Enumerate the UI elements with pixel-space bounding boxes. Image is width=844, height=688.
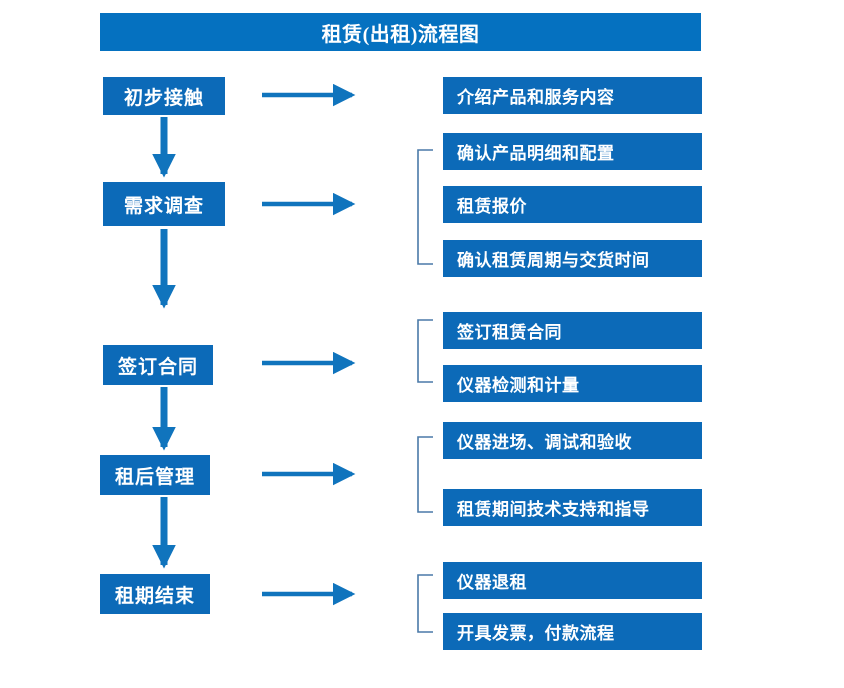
bracket-icon-group-3 xyxy=(417,319,433,383)
bracket-icon-group-5 xyxy=(417,574,433,633)
stage-box-xuqiu-diaocha[interactable]: 需求调查 xyxy=(103,182,225,226)
stage-box-qianding-hetong[interactable]: 签订合同 xyxy=(103,345,213,385)
bracket-icon-group-4 xyxy=(417,436,433,513)
detail-box-g5-i2[interactable]: 开具发票，付款流程 xyxy=(443,613,702,650)
detail-box-g5-i1[interactable]: 仪器退租 xyxy=(443,562,702,599)
detail-box-g2-i1[interactable]: 确认产品明细和配置 xyxy=(443,133,702,170)
diagram-title: 租赁(出租)流程图 xyxy=(100,13,701,51)
detail-box-g2-i2[interactable]: 租赁报价 xyxy=(443,186,702,223)
detail-box-g2-i3[interactable]: 确认租赁周期与交货时间 xyxy=(443,240,702,277)
stage-box-zuqi-jieshu[interactable]: 租期结束 xyxy=(100,574,210,614)
detail-box-g3-i1[interactable]: 签订租赁合同 xyxy=(443,312,702,349)
stage-box-chubu-jiechu[interactable]: 初步接触 xyxy=(103,77,225,115)
detail-box-g1-i1[interactable]: 介绍产品和服务内容 xyxy=(443,77,702,114)
bracket-icon-group-2 xyxy=(417,149,433,265)
detail-box-g3-i2[interactable]: 仪器检测和计量 xyxy=(443,365,702,402)
detail-box-g4-i1[interactable]: 仪器进场、调试和验收 xyxy=(443,422,702,459)
detail-box-g4-i2[interactable]: 租赁期间技术支持和指导 xyxy=(443,489,702,526)
stage-box-zuhou-guanli[interactable]: 租后管理 xyxy=(100,455,210,495)
